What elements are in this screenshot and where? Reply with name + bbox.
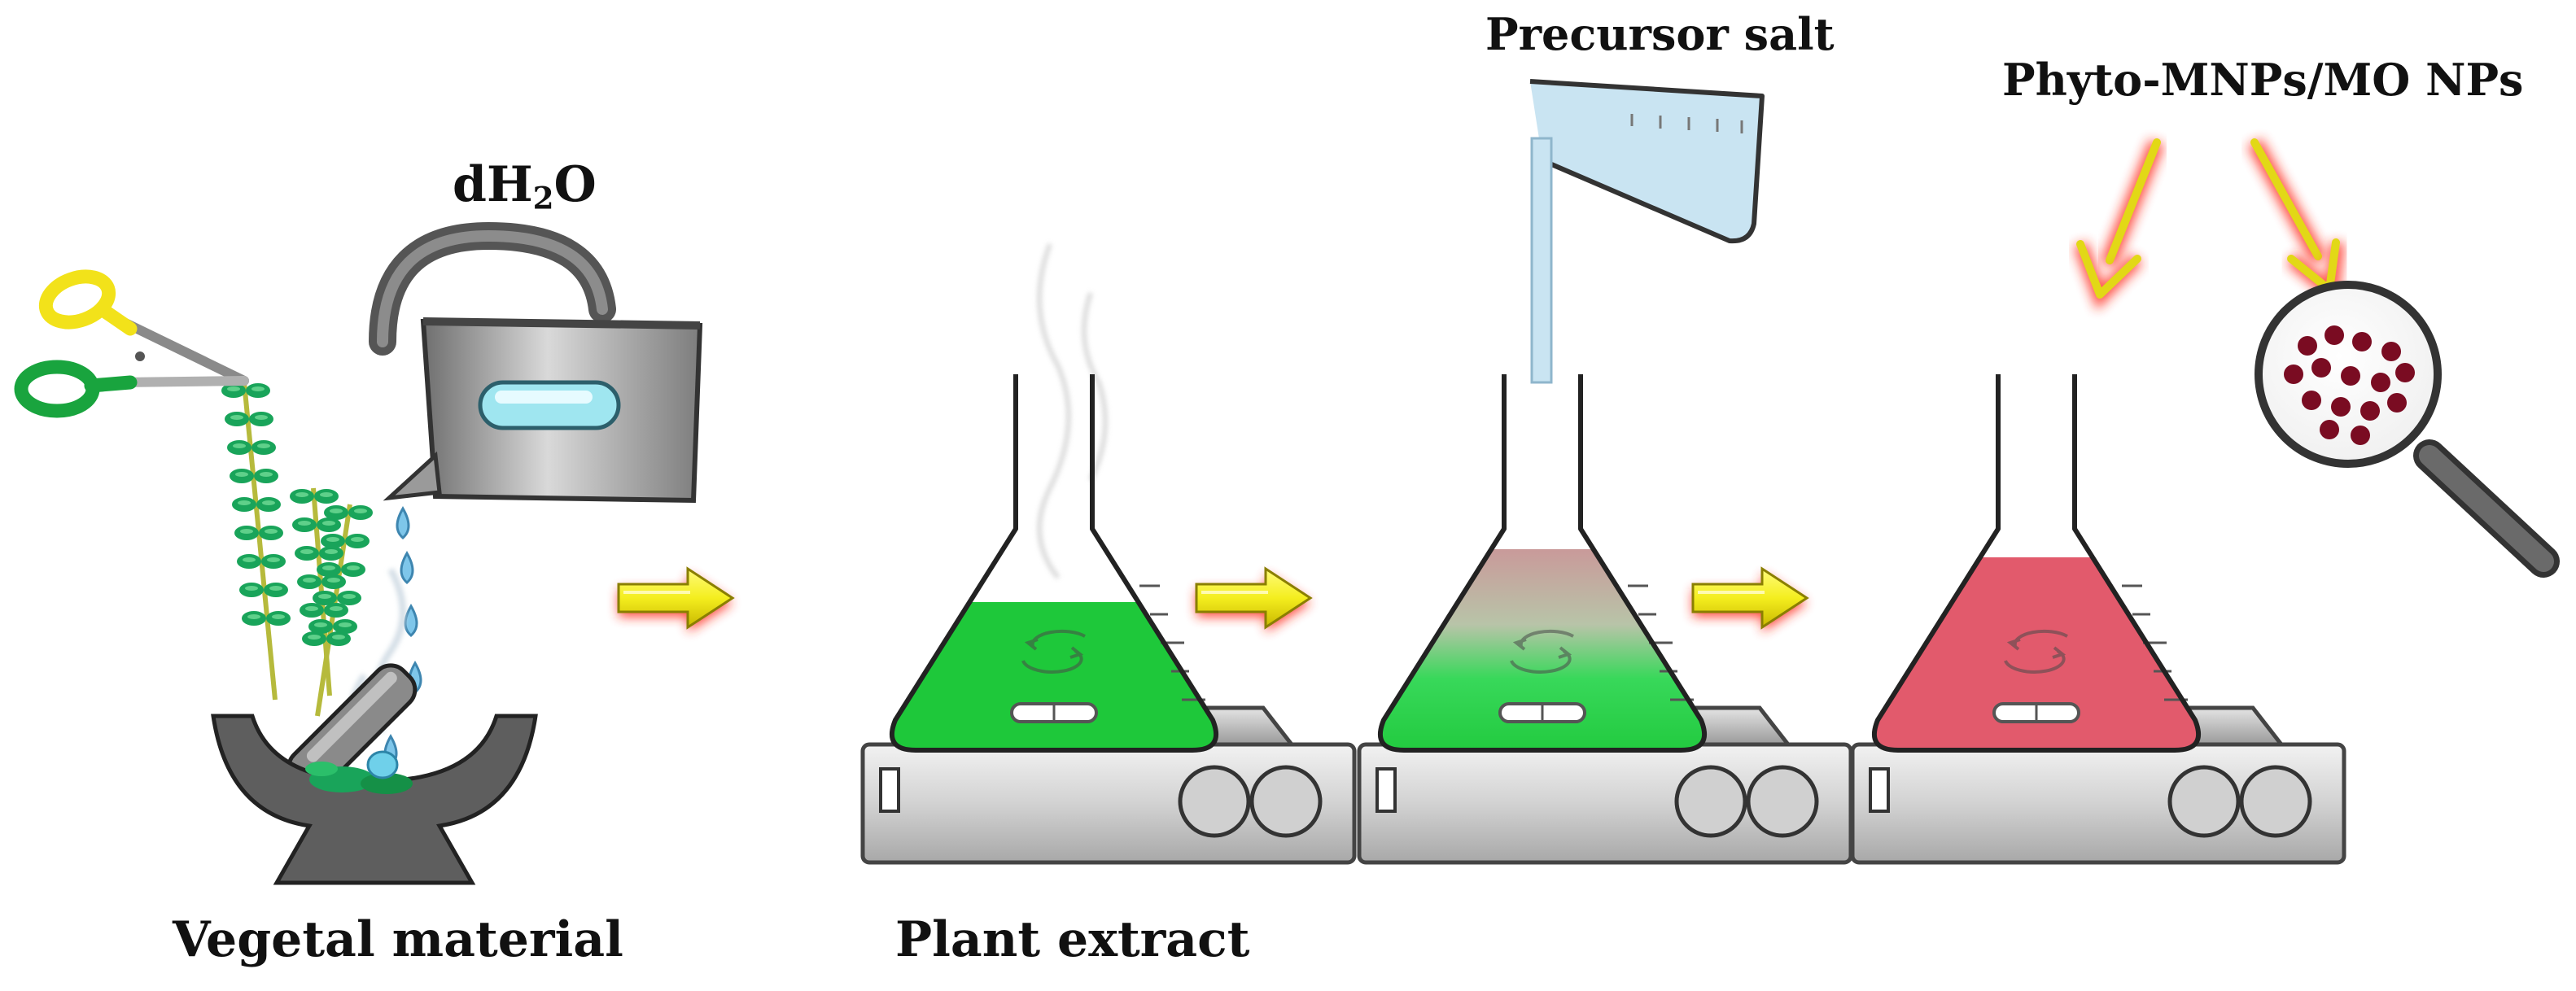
nanoparticle-setup bbox=[1852, 374, 2344, 862]
nanoparticle-dots bbox=[2284, 325, 2415, 445]
vegetal-material-label: Vegetal material bbox=[173, 911, 623, 968]
water-label: dH2O bbox=[453, 156, 597, 216]
process-arrow-3 bbox=[1693, 569, 1807, 632]
scissors-icon bbox=[14, 269, 249, 418]
plant-sprig-icon bbox=[221, 382, 373, 717]
magnifying-glass-icon bbox=[2255, 281, 2560, 578]
plant-extract-label: Plant extract bbox=[895, 911, 1250, 968]
nanoparticles-label: Phyto-MNPs/MO NPs bbox=[2002, 54, 2524, 106]
steam-wisps bbox=[1037, 242, 1108, 579]
pouring-beaker-icon bbox=[1529, 79, 1765, 384]
plant-extract-setup bbox=[863, 242, 1354, 862]
precursor-salt-label: Precursor salt bbox=[1485, 8, 1835, 60]
process-arrow-2 bbox=[1196, 569, 1310, 632]
precursor-addition-setup bbox=[1359, 79, 1851, 862]
mortar-and-pestle-icon bbox=[211, 663, 538, 885]
water-drops-icon bbox=[383, 506, 422, 767]
erlenmeyer-flask-icon bbox=[1363, 374, 1721, 765]
process-arrow-to-magnifier bbox=[2247, 138, 2345, 308]
process-arrow-to-flask bbox=[2073, 138, 2165, 311]
process-arrow-1 bbox=[619, 569, 733, 632]
erlenmeyer-flask-icon bbox=[1857, 374, 2215, 765]
kettle-icon bbox=[369, 221, 703, 504]
